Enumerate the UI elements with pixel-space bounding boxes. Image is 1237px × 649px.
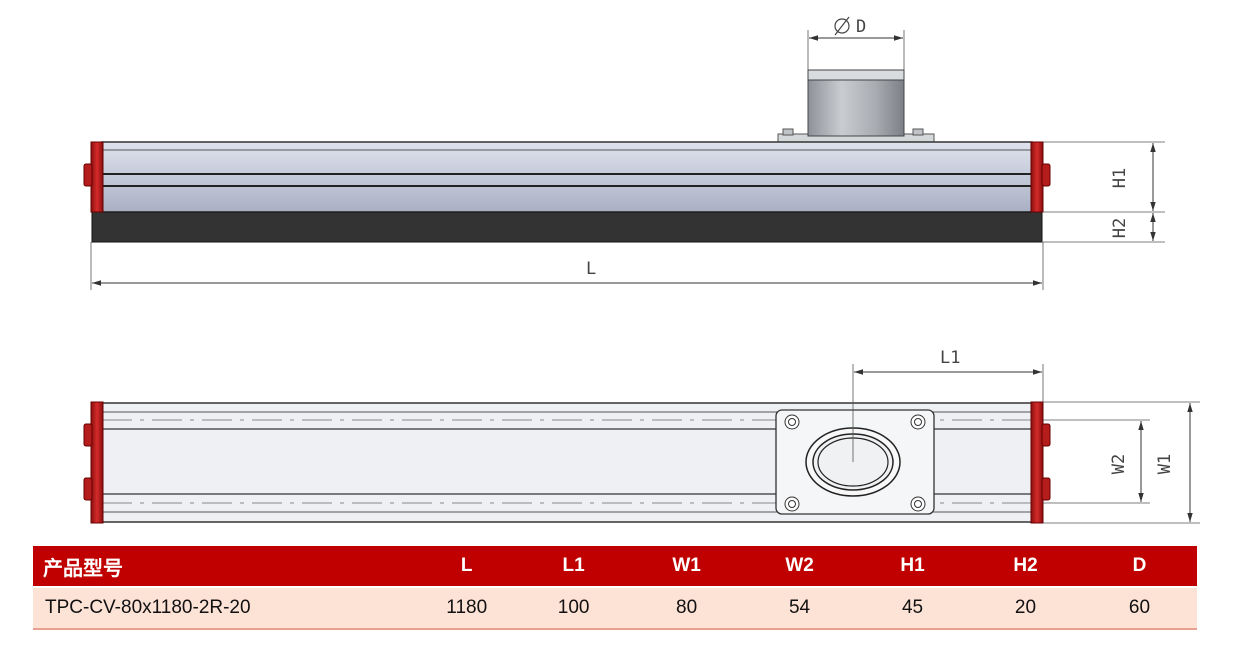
label-w2: W2 xyxy=(1109,454,1129,474)
label-h2: H2 xyxy=(1110,218,1130,238)
top-view: L1 W2 W1 xyxy=(83,348,1200,524)
header-l1: L1 xyxy=(517,546,631,587)
dim-diameter: D xyxy=(807,16,905,70)
header-w1: W1 xyxy=(630,546,744,587)
label-d: D xyxy=(856,17,866,37)
outlet-pipe xyxy=(777,69,935,145)
end-cap-right-top xyxy=(1030,401,1051,524)
table-row: TPC-CV-80x1180-2R-20 1180 100 80 54 45 2… xyxy=(33,587,1197,630)
end-cap-left-top xyxy=(83,401,104,524)
header-d: D xyxy=(1081,546,1197,587)
end-cap-left xyxy=(83,141,104,213)
dim-widths: W2 W1 xyxy=(1043,401,1200,524)
label-l1: L1 xyxy=(940,348,960,368)
cell-w2: 54 xyxy=(743,587,857,630)
end-cap-right xyxy=(1030,141,1051,213)
cell-model: TPC-CV-80x1180-2R-20 xyxy=(33,587,417,630)
cell-w1: 80 xyxy=(630,587,744,630)
label-h1: H1 xyxy=(1110,168,1130,188)
spec-table: 产品型号 L L1 W1 W2 H1 H2 D TPC-CV-80x1180-2… xyxy=(33,546,1197,630)
table-header-row: 产品型号 L L1 W1 W2 H1 H2 D xyxy=(33,546,1197,587)
rubber-base xyxy=(91,211,1043,243)
outlet-flange xyxy=(775,409,935,515)
header-w2: W2 xyxy=(743,546,857,587)
cell-l1: 100 xyxy=(517,587,631,630)
header-h1: H1 xyxy=(856,546,970,587)
side-view: D L H1 H2 xyxy=(83,16,1165,290)
dim-heights: H1 H2 xyxy=(1043,141,1165,243)
header-h2: H2 xyxy=(969,546,1082,587)
cell-l: 1180 xyxy=(416,587,518,630)
cell-d: 60 xyxy=(1081,587,1197,630)
header-model: 产品型号 xyxy=(33,546,417,587)
label-l: L xyxy=(586,259,596,279)
cell-h1: 45 xyxy=(856,587,970,630)
cell-h2: 20 xyxy=(969,587,1082,630)
dim-offset: L1 xyxy=(852,348,1044,462)
body-bar xyxy=(101,141,1033,213)
dim-length: L xyxy=(90,242,1044,290)
header-l: L xyxy=(416,546,518,587)
diameter-symbol-icon xyxy=(834,18,850,34)
label-w1: W1 xyxy=(1155,454,1175,474)
